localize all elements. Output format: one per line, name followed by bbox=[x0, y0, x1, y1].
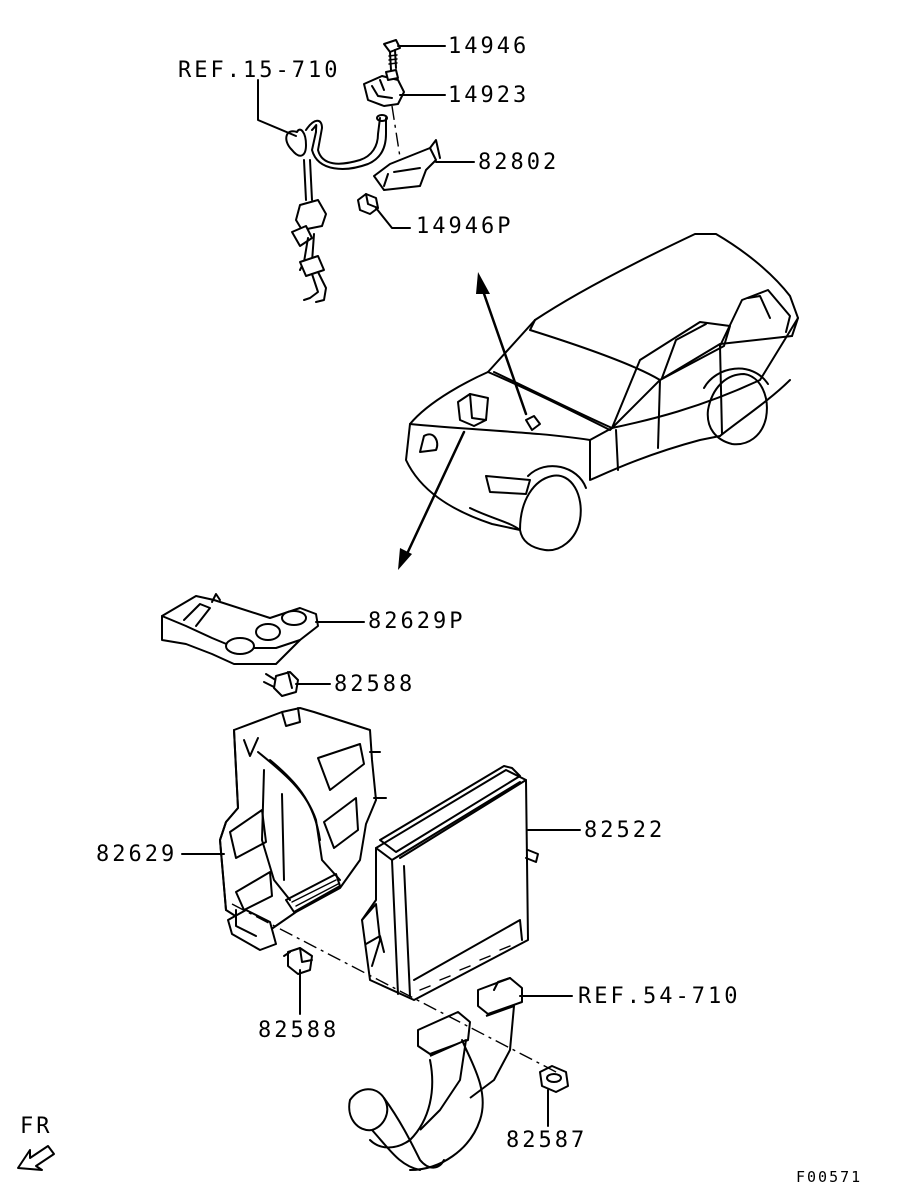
callout-82629p: 82629P bbox=[368, 609, 466, 634]
callout-82629: 82629 bbox=[96, 842, 178, 867]
callout-82587: 82587 bbox=[506, 1128, 588, 1153]
callout-14923: 14923 bbox=[448, 83, 530, 108]
bolt-14946p-part bbox=[357, 193, 379, 215]
connectors-ref-54-710 bbox=[348, 977, 523, 1171]
callout-14946p: 14946P bbox=[416, 214, 514, 239]
mounting-bracket-82629-part bbox=[219, 707, 387, 951]
bracket-82629p-part bbox=[161, 593, 319, 665]
alignment-centerline bbox=[231, 903, 561, 1075]
nut-82587-part bbox=[539, 1065, 569, 1093]
diagram-code: F00571 bbox=[796, 1168, 863, 1186]
bracket-82802-part bbox=[373, 139, 441, 191]
sensor-harness-assembly bbox=[285, 114, 388, 303]
sensor-14923-part bbox=[363, 69, 405, 171]
bolt-82588-top-part bbox=[263, 671, 299, 697]
callout-82802: 82802 bbox=[478, 150, 560, 175]
ecu-82522-part bbox=[361, 765, 539, 1001]
vehicle-outline bbox=[405, 233, 799, 552]
callout-14946: 14946 bbox=[448, 34, 530, 59]
bolt-82588-bottom-part bbox=[283, 947, 313, 975]
leader-lines-top bbox=[257, 45, 475, 229]
pointer-arrows bbox=[398, 272, 528, 570]
front-direction-arrow-icon bbox=[17, 1145, 55, 1171]
leader-lines-bottom bbox=[181, 621, 581, 1127]
callout-82522: 82522 bbox=[584, 818, 666, 843]
callout-82588-bottom: 82588 bbox=[258, 1018, 340, 1043]
orientation-label: FR bbox=[20, 1114, 53, 1139]
callout-82588-top: 82588 bbox=[334, 672, 416, 697]
callout-ref-15-710: REF.15-710 bbox=[178, 58, 341, 83]
callout-ref-54-710: REF.54-710 bbox=[578, 984, 741, 1009]
bolt-14946-part bbox=[383, 39, 401, 71]
